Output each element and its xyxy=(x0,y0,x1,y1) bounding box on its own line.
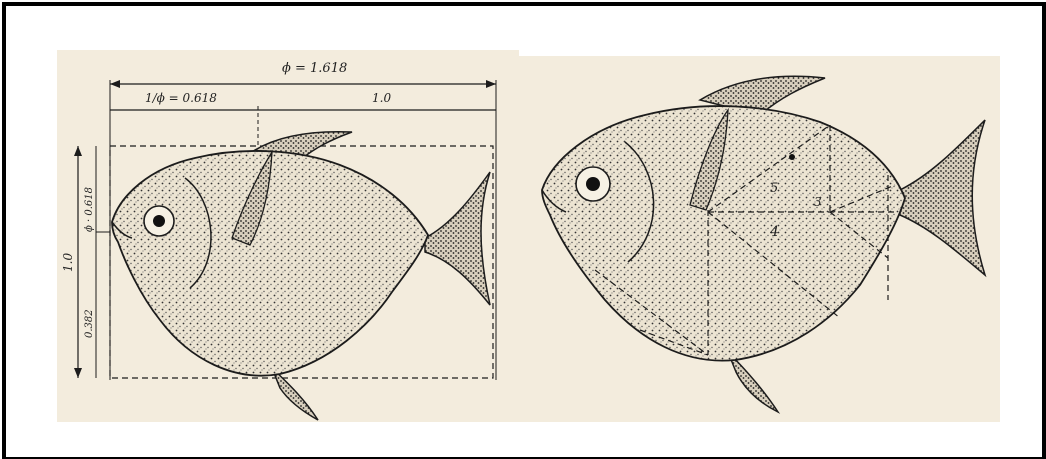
triangle-label-4: 4 xyxy=(769,224,779,240)
unit-label: 1.0 xyxy=(372,91,391,105)
inv-phi-label: 1/ϕ = 0.618 xyxy=(145,91,217,105)
triangle-label-3: 3 xyxy=(814,195,822,209)
upper-part-label: ϕ · 0.618 xyxy=(84,187,95,232)
height-label: 1.0 xyxy=(61,253,75,272)
phi-label: ϕ = 1.618 xyxy=(282,61,347,76)
fish-eye-pupil xyxy=(153,215,165,227)
fish-eye-pupil xyxy=(586,177,600,191)
lower-part-label: 0.382 xyxy=(84,309,95,338)
right-figure: 5 4 3 xyxy=(518,56,1000,422)
triangle-label-5: 5 xyxy=(770,181,778,196)
left-figure: ϕ = 1.618 1/ϕ = 0.618 1.0 1.0 ϕ · 0.618 … xyxy=(57,50,519,422)
center-dot xyxy=(789,154,795,160)
